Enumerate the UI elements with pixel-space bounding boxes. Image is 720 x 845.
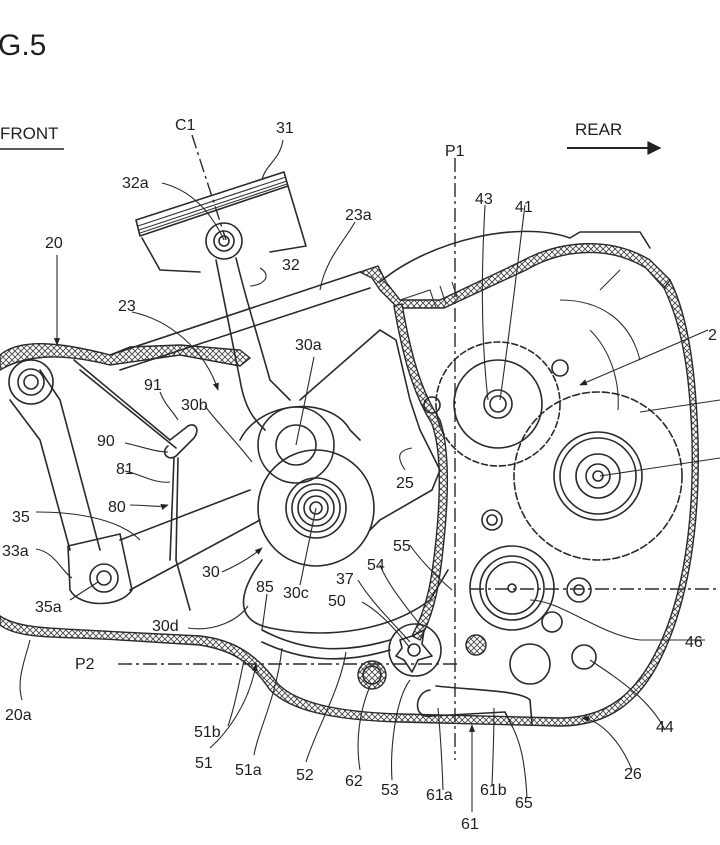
label-20: 20 (45, 235, 63, 252)
label-54: 54 (367, 557, 385, 574)
label-55: 55 (393, 538, 411, 555)
label-61b: 61b (480, 782, 507, 799)
gear-43 (423, 341, 569, 467)
rear-direction-indicator: REAR (567, 120, 662, 155)
reference-lines: P1 P2 C1 (75, 117, 720, 760)
front-label: FRONT (0, 124, 59, 143)
label-35a: 35a (35, 599, 62, 616)
axis-label-c1: C1 (175, 117, 196, 134)
label-32a: 32a (122, 175, 149, 192)
label-37: 37 (336, 571, 354, 588)
label-25: 25 (396, 475, 414, 492)
piston (135, 171, 307, 273)
label-30c: 30c (283, 585, 309, 602)
label-51b: 51b (194, 724, 221, 741)
label-30d: 30d (152, 618, 179, 635)
label-23a: 23a (345, 207, 372, 224)
axis-label-p2: P2 (75, 656, 95, 673)
crankcase-outer-wall (0, 243, 699, 727)
label-80: 80 (108, 499, 126, 516)
lever-linkage (8, 359, 261, 611)
label-46: 46 (685, 634, 703, 651)
axis-c1-line (191, 134, 227, 241)
axis-label-p1: P1 (445, 143, 465, 160)
label-90: 90 (97, 433, 115, 450)
label-2-partial: 2 (708, 327, 717, 344)
rear-label: REAR (575, 120, 622, 139)
label-32: 32 (282, 257, 300, 274)
label-62: 62 (345, 773, 363, 790)
label-51a: 51a (235, 762, 262, 779)
label-52: 52 (296, 767, 314, 784)
label-23: 23 (118, 298, 136, 315)
leader-lines (19, 139, 720, 812)
label-31: 31 (276, 120, 294, 137)
label-51: 51 (195, 755, 213, 772)
reference-labels: 31 32a 32 23a 20 23 30a 91 30b 90 81 80 … (2, 120, 717, 833)
label-61: 61 (461, 816, 479, 833)
label-50: 50 (328, 593, 346, 610)
label-26: 26 (624, 766, 642, 783)
label-20a: 20a (5, 707, 32, 724)
crankshaft-assembly (239, 329, 449, 634)
label-33a: 33a (2, 543, 29, 560)
label-41: 41 (515, 199, 533, 216)
label-85: 85 (256, 579, 274, 596)
figure-title: G.5 (0, 29, 46, 62)
label-91: 91 (144, 377, 162, 394)
label-30a: 30a (295, 337, 322, 354)
label-44: 44 (656, 719, 674, 736)
label-65: 65 (515, 795, 533, 812)
label-35: 35 (12, 509, 30, 526)
label-43: 43 (475, 191, 493, 208)
front-direction-indicator: FRONT (0, 124, 64, 150)
label-30b: 30b (181, 397, 208, 414)
label-30: 30 (202, 564, 220, 581)
label-53: 53 (381, 782, 399, 799)
label-81: 81 (116, 461, 134, 478)
upper-case-lines (109, 230, 651, 411)
lower-components (261, 509, 597, 727)
gear-large (513, 391, 683, 561)
label-61a: 61a (426, 787, 453, 804)
connecting-rod (215, 257, 291, 431)
